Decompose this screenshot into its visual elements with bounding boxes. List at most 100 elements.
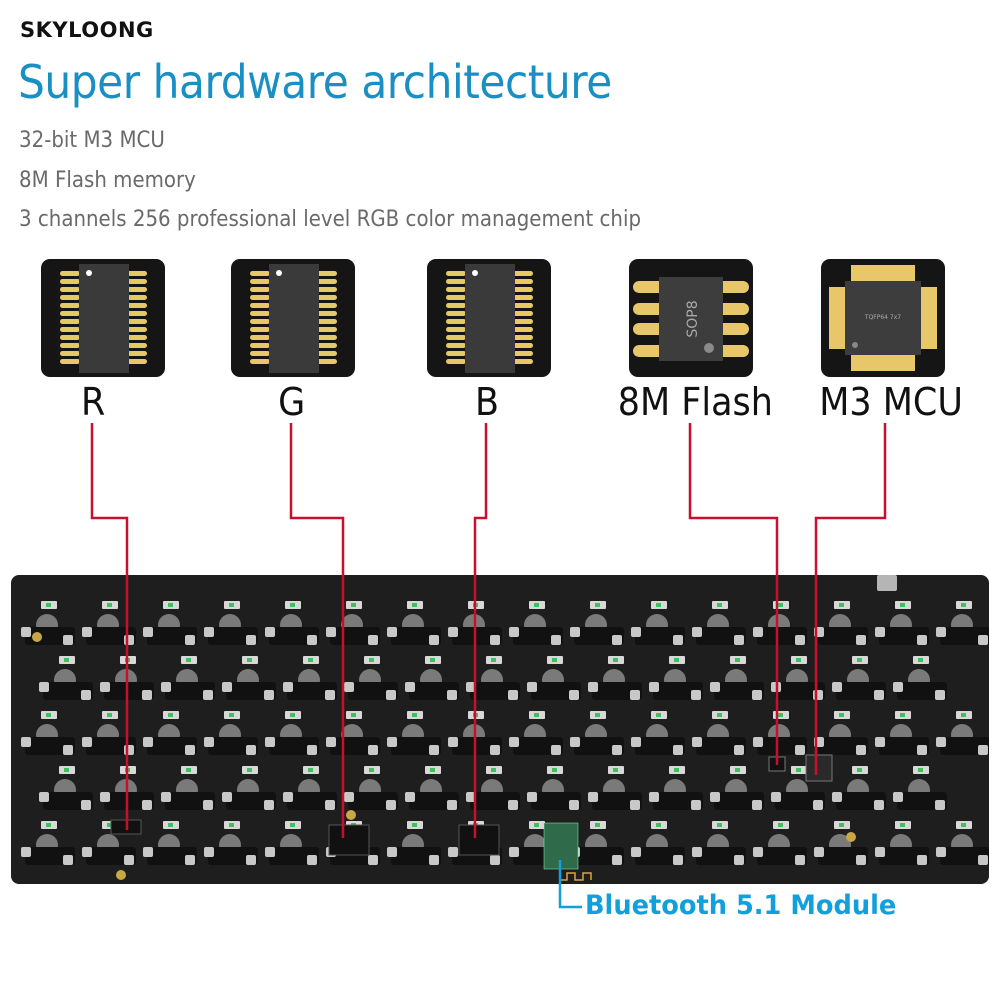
socket-pad — [936, 737, 946, 747]
socket-pad — [21, 737, 31, 747]
led-light — [656, 713, 661, 717]
switch-socket — [897, 682, 947, 700]
socket-pad — [936, 847, 946, 857]
led-light — [961, 603, 966, 607]
socket-pad — [283, 682, 293, 692]
led-light — [796, 658, 801, 662]
led-light — [369, 658, 374, 662]
socket-pad — [307, 745, 317, 755]
led-light — [369, 768, 374, 772]
led-light — [961, 823, 966, 827]
led-light — [961, 713, 966, 717]
socket-pad — [917, 635, 927, 645]
chip-package-text: SOP8 — [685, 300, 701, 337]
socket-pad — [710, 792, 720, 802]
switch-socket — [897, 792, 947, 810]
socket-pad — [691, 800, 701, 810]
socket-pad — [142, 800, 152, 810]
led-light — [674, 768, 679, 772]
socket-pad — [673, 745, 683, 755]
switch-socket — [25, 737, 75, 755]
led-light — [107, 713, 112, 717]
led-light — [412, 823, 417, 827]
socket-pad — [63, 635, 73, 645]
led-light — [290, 823, 295, 827]
antenna-trace — [559, 872, 592, 881]
switch-socket — [818, 847, 868, 865]
pcb-board-graphic — [21, 575, 989, 881]
switch-socket — [208, 847, 258, 865]
socket-pad — [813, 690, 823, 700]
led-light — [308, 658, 313, 662]
led-light — [839, 603, 844, 607]
led-light — [552, 768, 557, 772]
socket-pad — [307, 635, 317, 645]
switch-socket — [147, 737, 197, 755]
socket-pad — [893, 682, 903, 692]
socket-pad — [588, 792, 598, 802]
socket-pad — [143, 737, 153, 747]
socket-pad — [874, 690, 884, 700]
socket-pad — [936, 627, 946, 637]
led-light — [229, 823, 234, 827]
socket-pad — [204, 737, 214, 747]
switch-socket — [879, 737, 929, 755]
switch-socket — [226, 682, 276, 700]
led-light — [839, 823, 844, 827]
led-light — [308, 768, 313, 772]
socket-pad — [753, 737, 763, 747]
socket-pad — [82, 737, 92, 747]
led-light — [857, 768, 862, 772]
socket-pad — [612, 745, 622, 755]
socket-pad — [204, 847, 214, 857]
socket-pad — [368, 745, 378, 755]
led-light — [534, 823, 539, 827]
led-light — [778, 823, 783, 827]
led-light — [229, 603, 234, 607]
chip-label-g: G — [278, 380, 306, 424]
socket-pad — [265, 847, 275, 857]
socket-pad — [143, 627, 153, 637]
socket-pad — [630, 800, 640, 810]
socket-pad — [832, 682, 842, 692]
chip-flash: SOP8 — [629, 259, 753, 377]
keyboard-pcb — [11, 575, 989, 884]
led-light — [229, 713, 234, 717]
socket-pad — [222, 682, 232, 692]
switch-socket — [513, 627, 563, 645]
socket-pad — [570, 737, 580, 747]
b-driver-chip — [458, 824, 500, 856]
socket-pad — [63, 745, 73, 755]
socket-pad — [692, 737, 702, 747]
socket-pad — [710, 682, 720, 692]
socket-pad — [673, 635, 683, 645]
led-light — [186, 768, 191, 772]
switch-socket — [531, 792, 581, 810]
led-light — [717, 603, 722, 607]
socket-pad — [978, 745, 988, 755]
socket-pad — [856, 745, 866, 755]
socket-pad — [387, 737, 397, 747]
socket-pad — [466, 792, 476, 802]
socket-pad — [978, 635, 988, 645]
socket-pad — [100, 682, 110, 692]
r-driver-chip — [110, 819, 142, 835]
led-light — [918, 658, 923, 662]
switch-socket — [147, 847, 197, 865]
led-light — [491, 658, 496, 662]
led-light — [125, 768, 130, 772]
socket-pad — [447, 690, 457, 700]
socket-pad — [82, 627, 92, 637]
socket-pad — [692, 627, 702, 637]
socket-pad — [569, 690, 579, 700]
socket-pad — [631, 737, 641, 747]
socket-pad — [875, 737, 885, 747]
switch-socket — [836, 792, 886, 810]
socket-pad — [570, 627, 580, 637]
socket-pad — [814, 737, 824, 747]
socket-pad — [649, 792, 659, 802]
socket-pad — [509, 847, 519, 857]
switch-socket — [513, 737, 563, 755]
g-driver-chip — [328, 824, 370, 856]
socket-pad — [875, 847, 885, 857]
